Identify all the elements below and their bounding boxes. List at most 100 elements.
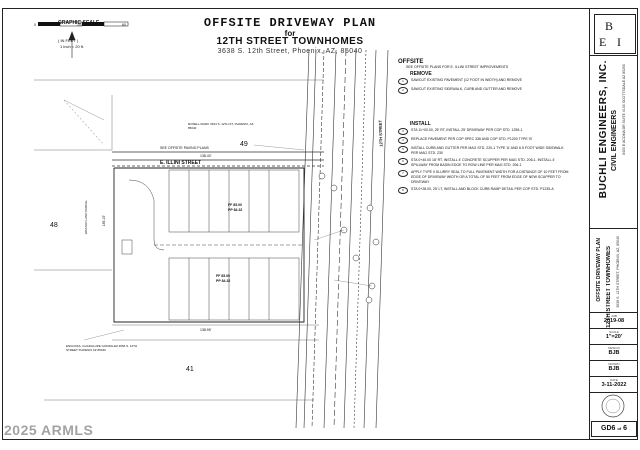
twelfth-street — [295, 49, 389, 428]
finished-floor-a: FF 85.00 — [228, 203, 243, 207]
title-block-divider — [589, 55, 638, 56]
title-block-address: 3638 S. 12TH STREET, PHOENIX, AZ, 85040 — [616, 236, 620, 308]
project-title: 12TH STREET TOWNHOMES — [216, 36, 364, 47]
callout-markers — [318, 172, 380, 304]
lot-north-number: 49 — [240, 141, 248, 148]
logo-letter: B — [605, 19, 614, 33]
scale-tick: 40 — [99, 23, 104, 27]
note-text: STA 0+28.00, 25' LT, INSTALL AND BLOCK C… — [411, 187, 554, 191]
note-number: 2 — [398, 87, 408, 94]
note-item: 1 SAWCUT EXISTING PAVEMENT (12 FOOT IN W… — [398, 78, 570, 85]
note-text: APPLY TYPE II SLURRY SEAL TO FULL PAVEME… — [411, 170, 569, 184]
note-number: 7 — [398, 170, 408, 177]
scale-units: ( IN FEET ) — [58, 38, 79, 43]
note-number: 5 — [398, 146, 408, 153]
construction-notes: OFFSITE SEE OFFSITE PLANS FOR E. ILLINI … — [398, 59, 570, 196]
sheet-number: GD6 of 6 — [591, 421, 637, 437]
drawn-initials: BJB — [608, 366, 620, 372]
note-text: SAWCUT EXISTING SIDEWALK, CURB AND GUTTE… — [411, 87, 522, 91]
parcel-lines — [34, 79, 324, 401]
note-item: 2 SAWCUT EXISTING SIDEWALK, CURB AND GUT… — [398, 87, 570, 94]
note-number: 1 — [398, 78, 408, 85]
owner-south-note: ENGOVAS, GUADALUPE GONZALEZ 3656 S. 12TH… — [66, 344, 138, 352]
notes-remove-heading: REMOVE — [410, 71, 432, 77]
title-block-divider — [589, 344, 638, 345]
sheet-number-value: GD6 — [601, 425, 616, 432]
issue-date: 3-11-2022 — [601, 382, 627, 388]
finished-floor-b: FF 85.00 — [216, 274, 231, 278]
note-item: 4 REPLACE PAVEMENT PER COP SPEC 336 AND … — [398, 137, 570, 144]
lot-west-number: 48 — [50, 222, 58, 229]
note-text: STA 0+40.00 18' RT, INSTALL 4' CONCRETE … — [411, 158, 555, 167]
date-field: DATE 3-11-2022 — [592, 378, 636, 388]
title-block-divider — [589, 228, 638, 229]
drawn-field: DRAWN BJB — [592, 362, 636, 372]
note-number: 4 — [398, 137, 408, 144]
pad-elevation-a: PP 84.32 — [228, 208, 243, 212]
scale-value: 1"=20' — [605, 334, 623, 340]
design-label: DESIGN — [608, 346, 620, 350]
project-address: 3638 S. 12th Street, Phoenix, AZ, 85040 — [217, 48, 363, 55]
title-for: for — [284, 29, 296, 38]
title-block-divider — [589, 360, 638, 361]
note-item: 7 APPLY TYPE II SLURRY SEAL TO FULL PAVE… — [398, 170, 570, 185]
page-title: OFFSITE DRIVEWAY PLAN — [203, 16, 377, 30]
offsite-reference-label: SEE OFFSITE PAVING PLANS — [160, 146, 209, 150]
note-item: 5 INSTALL CURB AND GUTTER PER MAG STD. 2… — [398, 146, 570, 156]
dimension-south: 138.95' — [200, 328, 212, 332]
firm-name: BUCHLI ENGINEERS, INC. — [598, 60, 609, 199]
scale-tick: 60 — [122, 23, 126, 27]
plan-drawing — [34, 21, 389, 428]
note-item: 6 STA 0+40.00 18' RT, INSTALL 4' CONCRET… — [398, 158, 570, 168]
scale-bar-graphic — [38, 21, 129, 27]
note-text: SAWCUT EXISTING PAVEMENT (12 FOOT IN WID… — [411, 78, 522, 82]
sheet-total: 6 — [623, 425, 627, 432]
scale-tick: 20 — [77, 23, 81, 27]
leader-lines — [63, 99, 373, 341]
design-field: DESIGN BJB — [592, 346, 636, 356]
title-block-divider — [589, 312, 638, 313]
pad-elevation-b: PP 84.32 — [216, 279, 231, 283]
notes-offsite-heading: OFFSITE — [398, 59, 424, 65]
title-block-divider — [589, 392, 638, 393]
illini-street — [112, 151, 324, 167]
scale-bar-label: GRAPHIC SCALE — [58, 20, 100, 26]
owner-west-note: WASTED LAND PARCEL — [84, 200, 88, 235]
north-arrow-icon — [68, 31, 76, 58]
site-lot — [113, 167, 305, 323]
notes-install-heading: INSTALL — [410, 121, 431, 127]
note-text: REPLACE PAVEMENT PER COP SPEC 336 AND CO… — [411, 137, 533, 141]
firm-address: 8400 E ACOMA DR SUITE #100 SCOTTSDALE AZ… — [622, 64, 626, 155]
scale-field-label: SCALE — [609, 330, 619, 334]
note-number: 3 — [398, 128, 408, 135]
note-text: STA 11+00.00, 25' RT, INSTALL 25' DRIVEW… — [411, 128, 523, 132]
lot-south-number: 41 — [186, 366, 194, 373]
scale-field: SCALE 1"=20' — [592, 330, 636, 340]
logo-letter: E — [599, 35, 607, 49]
note-item: 8 STA 0+28.00, 25' LT, INSTALL AND BLOCK… — [398, 187, 570, 194]
logo-letter: I — [617, 35, 621, 49]
note-number: 8 — [398, 187, 408, 194]
owner-north-note: ROSELL MARK 3634 S. 12TH ST, PHOENIX, AZ… — [188, 122, 254, 130]
dimension-west: 185.15' — [102, 215, 106, 227]
job-label: JOB — [611, 314, 617, 318]
sheet-title: OFFSITE DRIVEWAY PLAN — [596, 238, 602, 302]
buildings — [121, 169, 304, 321]
scale-tick: 10 — [54, 23, 59, 27]
title-block-divider — [589, 328, 638, 329]
scale-ticks: 0 10 20 40 60 — [34, 23, 126, 27]
engineer-seal-icon — [601, 394, 625, 418]
twelfth-street-label: 12TH STREET — [377, 119, 384, 147]
date-label: DATE — [610, 378, 618, 382]
title-block: B E I — [589, 8, 639, 440]
design-initials: BJB — [608, 350, 620, 356]
street-name-illini: E. ILLINI STREET — [160, 160, 202, 166]
drawn-label: DRAWN — [608, 362, 620, 366]
scale-tick: 0 — [34, 23, 36, 27]
scale-ratio: 1 inch = 20 ft. — [60, 44, 85, 49]
note-item: 3 STA 11+00.00, 25' RT, INSTALL 25' DRIV… — [398, 128, 570, 135]
job-field: JOB 2019-08 — [592, 314, 636, 324]
title-block-divider — [589, 376, 638, 377]
listing-watermark: 2025 ARMLS — [4, 422, 94, 438]
note-number: 6 — [398, 158, 408, 165]
